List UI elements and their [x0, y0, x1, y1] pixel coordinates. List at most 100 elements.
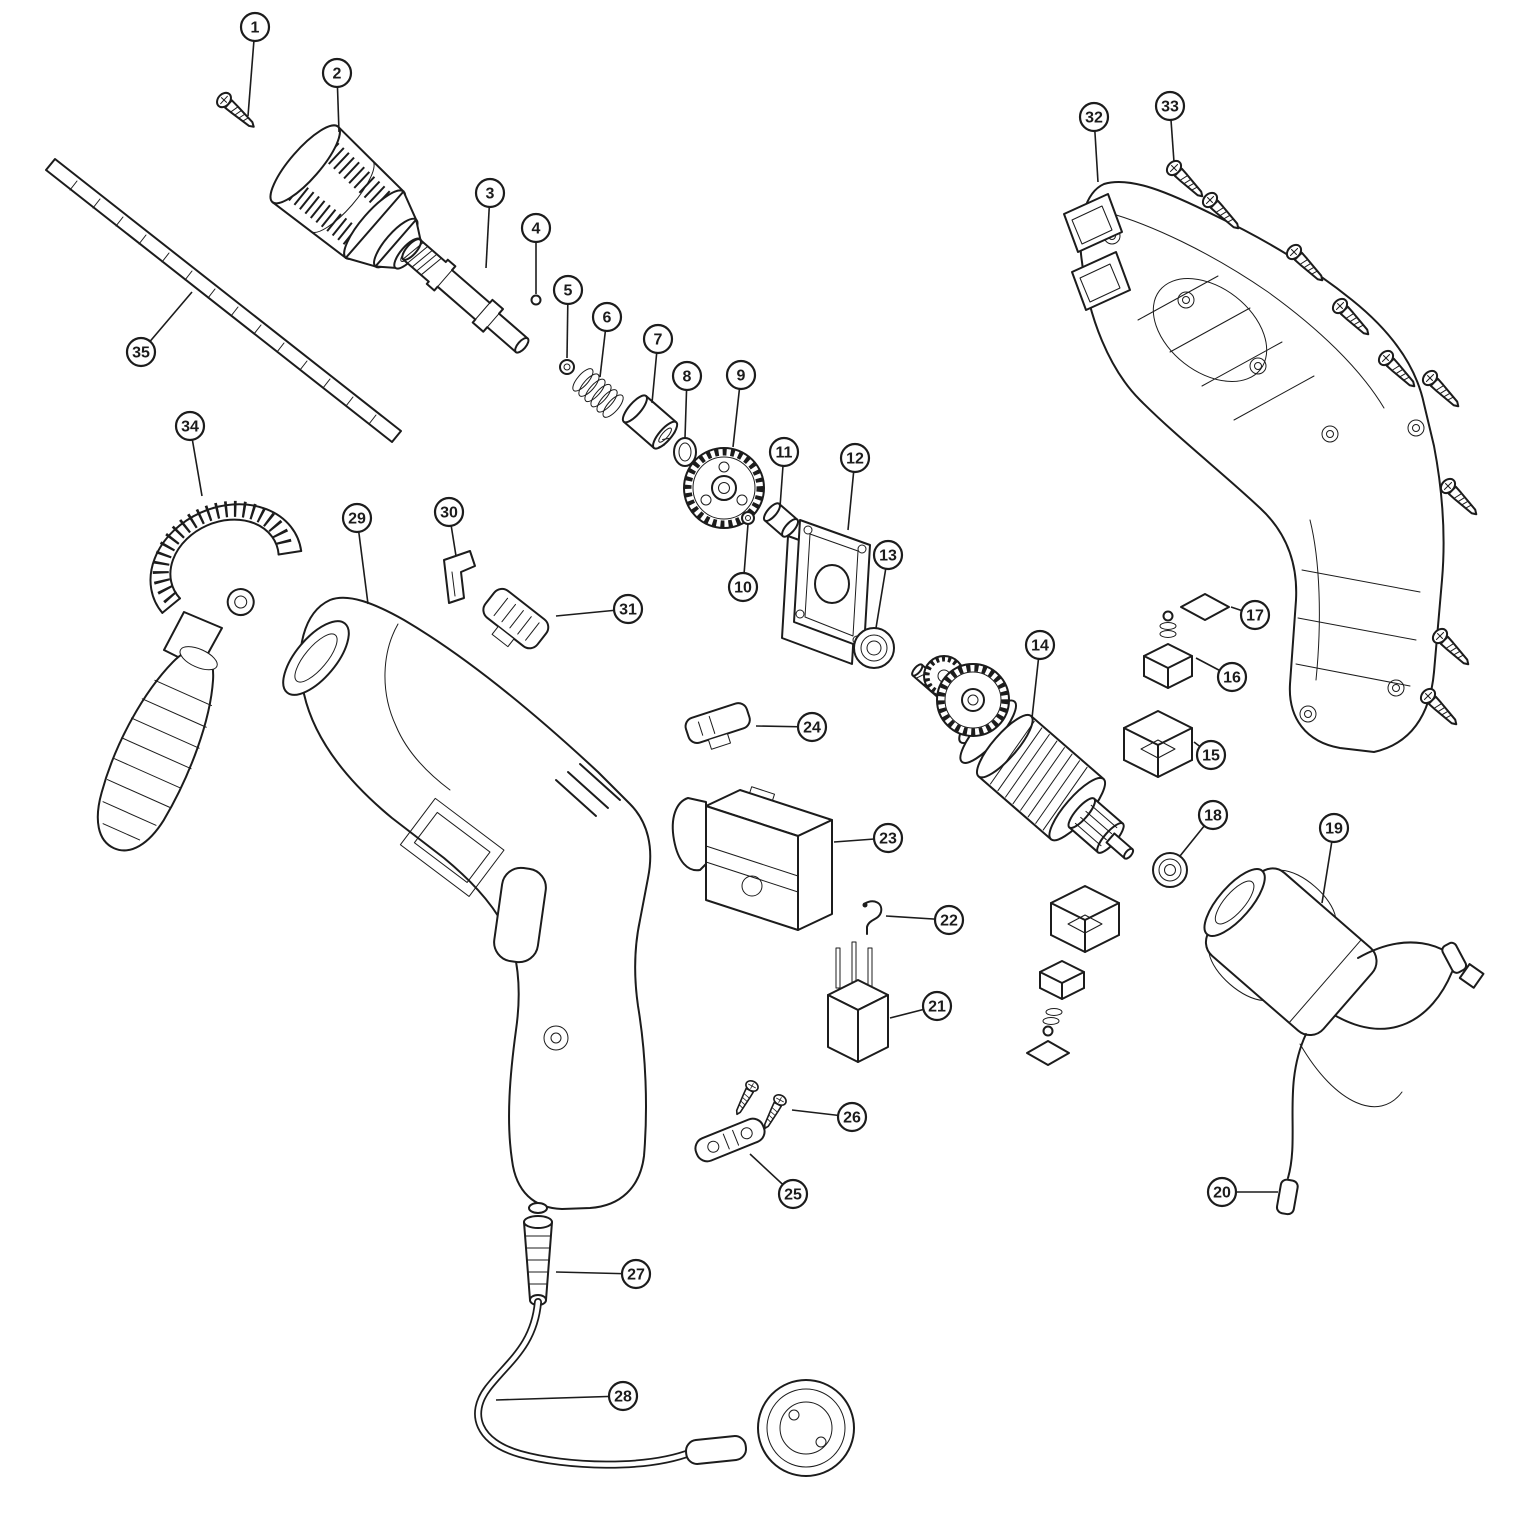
svg-text:34: 34: [181, 419, 199, 436]
brush-holder-upper: [1123, 710, 1193, 778]
cord-guard: [523, 1202, 553, 1306]
svg-text:15: 15: [1202, 748, 1220, 765]
callout-16: 16: [1195, 657, 1248, 693]
switch: [671, 786, 833, 931]
svg-text:6: 6: [603, 310, 612, 327]
svg-text:24: 24: [803, 720, 821, 737]
brush-cap-upper: [1180, 593, 1230, 621]
chuck: [269, 124, 423, 270]
svg-text:5: 5: [564, 283, 573, 300]
callout-23: 23: [833, 822, 904, 854]
svg-text:20: 20: [1213, 1185, 1231, 1202]
spur-gear: [683, 447, 765, 529]
retaining-ring: [559, 359, 575, 375]
ratchet-sleeve: [621, 394, 679, 450]
spindle: [401, 238, 530, 354]
svg-text:18: 18: [1204, 808, 1222, 825]
callout-20: 20: [1206, 1176, 1278, 1208]
housing-right: [1063, 180, 1445, 753]
callout-35: 35: [125, 291, 193, 368]
bearing-plate: [781, 519, 871, 665]
svg-text:31: 31: [619, 602, 637, 619]
svg-text:22: 22: [940, 913, 958, 930]
svg-text:19: 19: [1325, 821, 1343, 838]
callout-31: 31: [555, 593, 644, 625]
svg-text:8: 8: [683, 369, 692, 386]
callout-27: 27: [555, 1258, 652, 1290]
svg-text:25: 25: [784, 1187, 802, 1204]
rear-bearing: [1152, 852, 1188, 888]
callout-22: 22: [885, 904, 965, 936]
svg-text:30: 30: [440, 505, 458, 522]
wire-clip: [862, 900, 883, 935]
chuck-screw: [213, 89, 261, 134]
slider-switch: [482, 587, 550, 650]
callout-21: 21: [889, 990, 953, 1022]
svg-text:23: 23: [879, 831, 897, 848]
svg-text:17: 17: [1246, 608, 1264, 625]
carbon-brush-lower: [1039, 960, 1085, 1037]
callout-19: 19: [1318, 812, 1350, 904]
snap-ring: [741, 511, 755, 525]
lead-wires: [1275, 941, 1485, 1216]
callout-3: 3: [474, 177, 506, 269]
svg-text:29: 29: [348, 511, 366, 528]
svg-text:1: 1: [251, 20, 260, 37]
power-plug: [684, 1379, 855, 1477]
svg-text:16: 16: [1223, 670, 1241, 687]
svg-text:26: 26: [843, 1110, 861, 1127]
callout-33: 33: [1154, 90, 1186, 163]
svg-text:13: 13: [879, 548, 897, 565]
spring: [572, 368, 624, 418]
housing-left: [282, 596, 652, 1210]
front-bearing: [853, 627, 895, 669]
stator: [1203, 867, 1378, 1037]
svg-text:33: 33: [1161, 99, 1179, 116]
callout-25: 25: [749, 1153, 809, 1210]
callout-6: 6: [591, 301, 623, 378]
callout-13: 13: [872, 539, 904, 629]
callout-30: 30: [433, 496, 465, 557]
callout-4: 4: [520, 212, 552, 294]
callout-26: 26: [791, 1101, 868, 1133]
callout-5: 5: [552, 274, 584, 359]
brush-cap-lower: [1026, 1040, 1070, 1066]
callout-2: 2: [321, 57, 353, 133]
callout-18: 18: [1179, 799, 1229, 857]
callout-17: 17: [1230, 599, 1271, 631]
svg-text:12: 12: [846, 451, 864, 468]
svg-text:11: 11: [776, 445, 793, 462]
callout-7: 7: [642, 323, 674, 404]
callout-28: 28: [495, 1380, 639, 1412]
svg-text:21: 21: [928, 999, 946, 1016]
svg-text:35: 35: [132, 345, 150, 362]
steel-ball: [530, 294, 542, 306]
svg-text:28: 28: [614, 1389, 632, 1406]
callout-14: 14: [1024, 629, 1056, 719]
svg-text:14: 14: [1031, 638, 1049, 655]
terminal-block: [827, 941, 889, 1063]
washer: [673, 437, 697, 467]
cord-clamp: [694, 1117, 766, 1163]
callout-8: 8: [671, 360, 703, 439]
aux-handle: [96, 500, 303, 852]
spacer-sleeve: [762, 502, 800, 538]
fr-lever: [684, 702, 751, 750]
svg-text:7: 7: [654, 332, 663, 349]
callout-32: 32: [1078, 101, 1110, 183]
callout-11: 11: [768, 436, 800, 508]
callout-10: 10: [727, 523, 759, 603]
svg-text:32: 32: [1085, 110, 1103, 127]
power-cord: [474, 1298, 696, 1469]
svg-text:27: 27: [627, 1267, 645, 1284]
trigger: [493, 866, 547, 964]
brush-holder-lower: [1050, 885, 1120, 953]
wire-sleeve: [1275, 1178, 1299, 1216]
carbon-brush-upper: [1143, 610, 1193, 689]
svg-text:3: 3: [486, 186, 495, 203]
svg-text:2: 2: [333, 66, 342, 83]
callout-9: 9: [725, 359, 757, 448]
